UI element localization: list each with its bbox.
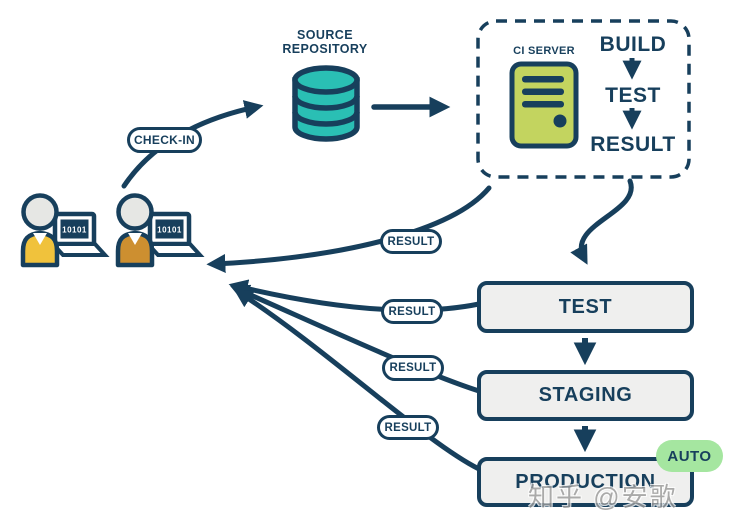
step-build-label: BUILD [599, 33, 667, 56]
developer-head [21, 193, 59, 231]
result-pill-2: RESULT [381, 299, 443, 324]
binary-code-text: 10101 [157, 226, 182, 235]
watermark: 知乎 @安歌 [528, 482, 678, 512]
result-pill-3: RESULT [382, 355, 444, 381]
developer-head [116, 193, 154, 231]
step-test-label: TEST [605, 84, 661, 107]
ci-server-dashed-box [476, 19, 691, 179]
developer-2-icon: 10101 [115, 193, 205, 268]
auto-deploy-badge: AUTO [656, 440, 723, 472]
checkin-pill: CHECK-IN [127, 127, 202, 153]
binary-code-text: 10101 [62, 226, 87, 235]
test-result-arrow-to-devs [228, 279, 482, 313]
production-result-arrow-to-devs [233, 288, 482, 472]
server-icon [509, 61, 579, 149]
production-environment-box: PRODUCTION [477, 457, 694, 507]
source-repository-label-line1: SOURCE [297, 28, 353, 42]
step-result-label: RESULT [590, 133, 676, 156]
result-pill-1: RESULT [380, 229, 442, 254]
test-environment-box: TEST [477, 281, 694, 333]
database-icon [292, 65, 360, 142]
shirt-collar [33, 233, 47, 245]
laptop-display [60, 219, 89, 239]
staging-environment-box: STAGING [477, 370, 694, 421]
ci-result-arrow [206, 185, 492, 273]
source-repository-label: SOURCE REPOSITORY [263, 28, 387, 56]
shirt-collar [128, 233, 142, 245]
ci-to-test-arrow [570, 178, 634, 265]
result-pill-4: RESULT [377, 415, 439, 440]
laptop-display [155, 219, 184, 239]
laptop-base [48, 242, 110, 257]
developer-1-icon: 10101 [20, 193, 110, 268]
ci-server-label: CI SERVER [513, 45, 575, 57]
staging-result-arrow-to-devs [230, 284, 482, 394]
source-repository-label-line2: REPOSITORY [282, 41, 368, 56]
laptop-base [143, 242, 205, 257]
